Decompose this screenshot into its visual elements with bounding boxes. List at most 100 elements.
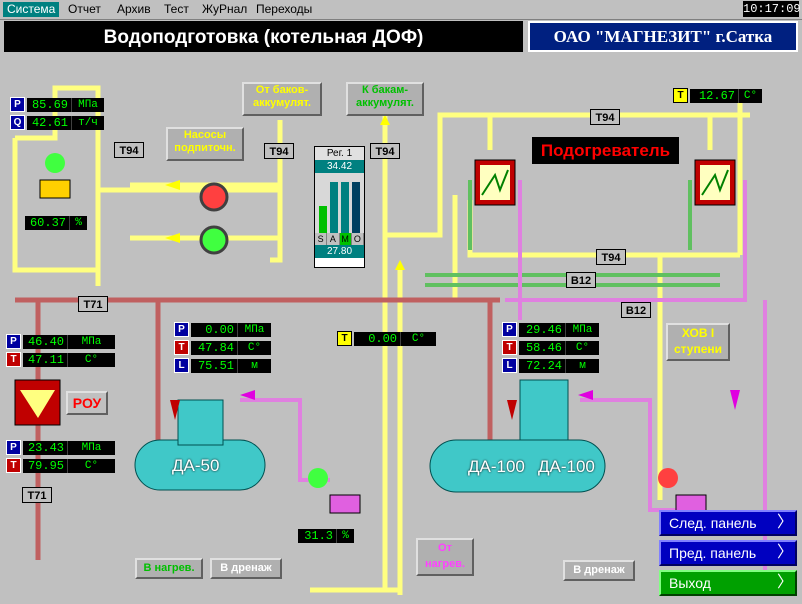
menu-arhiv[interactable]: Архив (117, 2, 151, 16)
regulator-panel[interactable]: Рег. 1 34.42 S A M O 27.80 (314, 146, 365, 268)
next-panel-label: След. панель (669, 515, 757, 531)
to-tanks-label[interactable]: К бакам-аккумулят. (346, 82, 424, 116)
regulator-bars (315, 173, 364, 233)
menu-test[interactable]: Тест (164, 2, 189, 16)
from-heat-label[interactable]: От нагрев. (416, 538, 474, 576)
menu-sistema[interactable]: Система (3, 2, 60, 17)
page-title: Водоподготовка (котельная ДОФ) (103, 27, 424, 48)
pid-tag: B12 (621, 302, 651, 318)
tag-p: P (6, 334, 21, 349)
pid-tag: T71 (78, 296, 108, 312)
status-led-icon (45, 153, 65, 173)
chevron-right-icon: 〉 (776, 574, 793, 591)
rou-label[interactable]: РОУ (66, 391, 108, 415)
regulator-title: Рег. 1 (315, 147, 364, 160)
mid-temp-gauge: T 0.00 С° (337, 331, 436, 346)
gauge-value: 79.95 (23, 458, 67, 473)
top-temp-gauge: T 12.67 С° (673, 88, 762, 103)
pid-tag: T94 (590, 109, 620, 125)
tank-da100 (429, 379, 606, 493)
pump-1-icon[interactable] (199, 182, 229, 212)
gauge-value: 31.3 (298, 528, 336, 543)
menu-perehody[interactable]: Переходы (256, 2, 313, 16)
drain-label-2[interactable]: В дренаж (563, 560, 635, 581)
tag-l: L (502, 358, 517, 373)
da100-temp-gauge: T 58.46 С° (502, 340, 599, 355)
magenta-arrows (240, 390, 740, 410)
mode-m-button[interactable]: M (339, 233, 352, 245)
exit-label: Выход (669, 575, 711, 591)
tag-q: Q (10, 115, 25, 130)
gauge-unit: МПа (565, 322, 599, 337)
tag-t: T (174, 340, 189, 355)
drain-label-1[interactable]: В дренаж (210, 558, 282, 579)
regulator-value: 27.80 (315, 245, 364, 258)
da50-pressure-gauge: P 0.00 МПа (174, 322, 271, 337)
heater-left (474, 159, 516, 206)
gauge-unit: % (336, 528, 354, 543)
pump-pressure-gauge: P 85.69 МПа (10, 97, 104, 112)
chevron-right-icon: 〉 (776, 544, 793, 561)
tag-t: T (337, 331, 352, 346)
rou-p2-gauge: P 23.43 МПа (6, 440, 115, 455)
pid-tag: B12 (566, 272, 596, 288)
gauge-unit: С° (67, 458, 115, 473)
gauge-value: 29.46 (519, 322, 565, 337)
pump-led-icon (308, 468, 328, 488)
menu-zhurnal[interactable]: ЖуРнал (202, 2, 248, 16)
pumps-label[interactable]: Насосы подпиточн. (166, 127, 244, 161)
pid-tag: T94 (596, 249, 626, 265)
gauge-unit: % (69, 215, 87, 230)
da100-pressure-gauge: P 29.46 МПа (502, 322, 599, 337)
da50-level-gauge: L 75.51 м (174, 358, 271, 373)
gauge-value: 72.24 (519, 358, 565, 373)
pump2-led-icon (658, 468, 678, 488)
exit-button[interactable]: Выход 〉 (659, 570, 797, 596)
next-panel-button[interactable]: След. панель 〉 (659, 510, 797, 536)
gauge-unit: МПа (237, 322, 271, 337)
pump-2-icon[interactable] (199, 225, 229, 255)
regulator-bar-3 (352, 182, 360, 233)
flow-arrows (165, 115, 405, 270)
prev-panel-button[interactable]: Пред. панель 〉 (659, 540, 797, 566)
company-bar: ОАО "МАГНЕЗИТ" г.Сатка (528, 21, 798, 52)
da50-temp-gauge: T 47.84 С° (174, 340, 271, 355)
gauge-unit: м (565, 358, 599, 373)
gauge-value: 58.46 (519, 340, 565, 355)
clock: 10:17:09 (743, 1, 801, 17)
tag-p: P (10, 97, 25, 112)
mode-a-button[interactable]: A (327, 233, 340, 245)
da100-level-gauge: L 72.24 м (502, 358, 599, 373)
gauge-value: 60.37 (25, 215, 69, 230)
gauge-unit: МПа (71, 97, 104, 112)
gauge-unit: м (237, 358, 271, 373)
tank-da50 (134, 399, 266, 491)
menu-otchet[interactable]: Отчет (68, 2, 101, 16)
regulator-bar-0 (319, 206, 327, 233)
from-tanks-label[interactable]: От баков-аккумулят. (242, 82, 322, 116)
gauge-value: 0.00 (191, 322, 237, 337)
mode-s-button[interactable]: S (315, 233, 328, 245)
gauge-value: 75.51 (191, 358, 237, 373)
regulator-bar-1 (330, 182, 338, 233)
pump-motor-icon[interactable] (329, 494, 361, 514)
tank-da100-label-right: ДА-100 (538, 457, 595, 476)
page-title-bar: Водоподготовка (котельная ДОФ) (4, 21, 523, 52)
tag-p: P (174, 322, 189, 337)
gauge-unit: МПа (67, 440, 115, 455)
hov-label[interactable]: ХОВ I ступени (666, 323, 730, 361)
mode-o-button[interactable]: O (351, 233, 364, 245)
rou-t1-gauge: T 47.11 С° (6, 352, 115, 367)
tag-t: T (6, 352, 21, 367)
regulator-setpoint: 34.42 (315, 160, 364, 173)
gauge-unit: т/ч (71, 115, 104, 130)
company-name: ОАО "МАГНЕЗИТ" г.Сатка (553, 27, 773, 46)
gauge-unit: С° (738, 88, 762, 103)
gauge-unit: С° (400, 331, 436, 346)
valve-motor-icon[interactable] (39, 179, 71, 199)
chevron-right-icon: 〉 (776, 514, 793, 531)
tank-da100-label-left: ДА-100 (468, 457, 525, 476)
regulator-modes: S A M O (315, 233, 364, 245)
gauge-value: 23.43 (23, 440, 67, 455)
to-heat-label[interactable]: В нагрев. (135, 558, 203, 579)
